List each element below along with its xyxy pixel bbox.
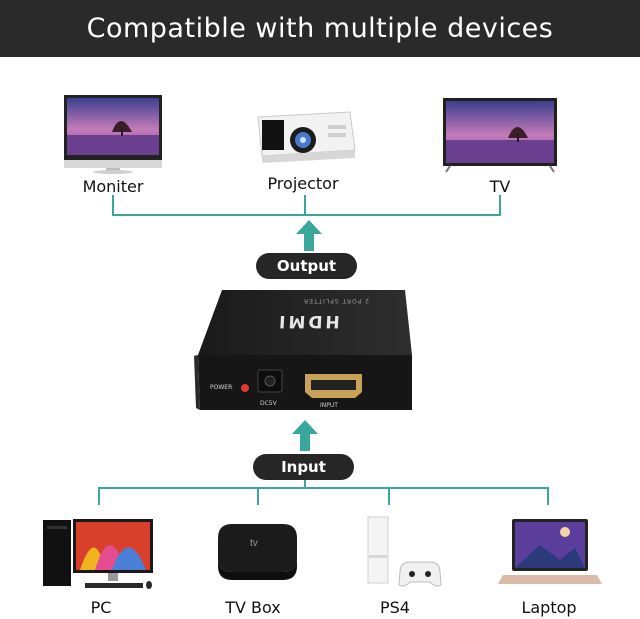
input-arrow-icon [292,420,318,451]
input-port-label: INPUT [320,402,338,409]
output-label-tv: TV [489,177,511,196]
output-connector-line [112,195,501,216]
splitter-logo: HDMI [275,311,341,331]
power-led-icon [241,384,249,392]
tv-box-icon: tv [218,524,297,580]
output-arrow-icon [296,220,322,251]
svg-text:tv: tv [250,538,258,549]
input-label-ps4: PS4 [380,598,410,617]
ps4-icon [367,516,442,587]
page-title: Compatible with multiple devices [86,13,554,44]
header-banner: Compatible with multiple devices [0,0,640,57]
output-label-projector: Projector [267,174,339,193]
splitter-model: 2 PORT SPLITTER [302,297,370,304]
projector-icon [257,111,356,163]
input-label-tv-box: TV Box [225,598,281,617]
output-label-monitor: Moniter [82,177,144,196]
input-pill: Input [253,454,354,480]
pc-icon [43,519,153,589]
input-label-laptop: Laptop [521,598,577,617]
dc-port-icon [264,375,276,387]
hdmi-splitter-device [194,290,412,410]
laptop-icon [498,519,602,584]
tv-icon [443,98,557,173]
dc-label: DC5V [260,400,277,407]
input-connector-line [98,487,549,505]
input-label-pc: PC [90,598,112,617]
output-pill: Output [256,253,357,279]
monitor-icon [64,95,162,174]
power-label: POWER [210,384,233,391]
